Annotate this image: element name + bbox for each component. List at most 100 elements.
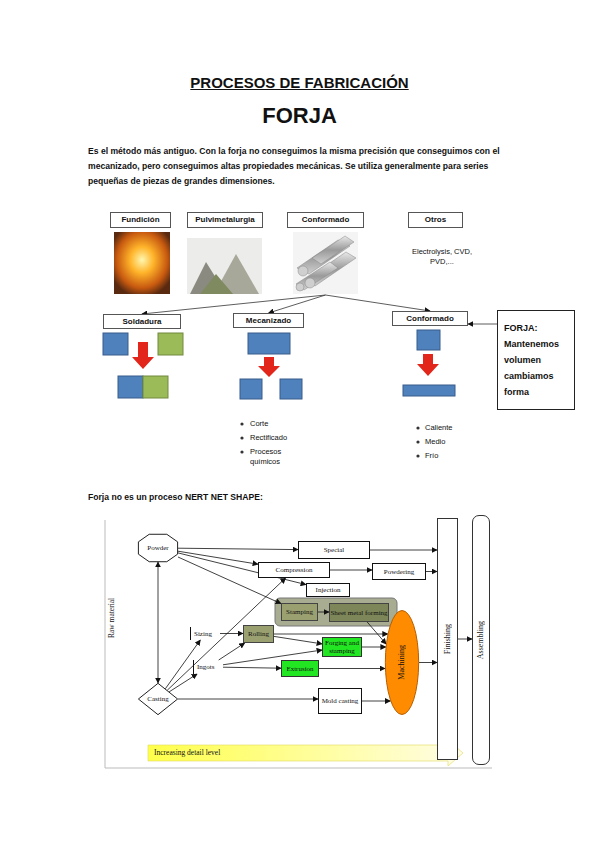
bar-end xyxy=(296,283,304,291)
node-text: Extrusion xyxy=(286,665,313,673)
category-box: Fundición xyxy=(110,212,171,295)
list-item: Medio xyxy=(425,437,485,447)
connector-arrow xyxy=(362,647,386,648)
node-text: Soldadura xyxy=(122,316,161,328)
green-square xyxy=(158,333,183,355)
octagon-outline xyxy=(138,534,177,561)
frame-line xyxy=(105,768,492,769)
connector-arrow xyxy=(178,548,298,549)
connector-arrow xyxy=(419,662,437,663)
node-text: Rolling xyxy=(248,630,269,638)
intermediate-product: Sizing xyxy=(190,627,220,640)
blue-square xyxy=(118,376,143,398)
powder-pile xyxy=(200,274,233,294)
page-title: PROCESOS DE FABRICACIÓN xyxy=(0,74,599,91)
metal-bar xyxy=(296,262,338,290)
blue-block xyxy=(248,333,290,354)
red-arrow xyxy=(258,357,280,377)
bullet xyxy=(416,454,419,457)
connector-arrow xyxy=(319,668,385,669)
connector-arrow xyxy=(468,324,497,325)
frame-line xyxy=(105,520,106,768)
powder-photo xyxy=(187,238,262,294)
casting-photo xyxy=(114,232,170,294)
stage-bar: Finishing xyxy=(437,518,458,760)
node-text: Conformado xyxy=(406,313,454,325)
category-box: Conformado xyxy=(287,212,364,295)
connector-arrow xyxy=(318,612,329,613)
bullet xyxy=(240,436,243,439)
node-text: Injection xyxy=(316,586,341,594)
ellipse-outline xyxy=(385,611,418,715)
connector-arrow xyxy=(178,551,258,564)
connector-arrow xyxy=(167,578,285,690)
node-text: Sizing xyxy=(194,630,212,638)
note-text: Electrolysis, CVD, PVD,... xyxy=(403,247,481,267)
stage-bar: Assembling xyxy=(472,515,490,765)
bullet xyxy=(416,426,419,429)
node-text: Machining xyxy=(398,645,406,680)
node-text: FORJA: Mantenemos volumen cambiamos form… xyxy=(504,320,568,400)
connector-arrow xyxy=(223,667,281,668)
intermediate-product: Ingots xyxy=(193,660,223,674)
category-box: Otros xyxy=(408,212,463,228)
node-text: Casting xyxy=(147,695,168,703)
process-box: Injection xyxy=(306,583,350,597)
category-box: Pulvimetalurgia xyxy=(187,212,263,295)
node-text: Conformado xyxy=(287,212,364,228)
green-square xyxy=(143,376,168,398)
node-text: Compression xyxy=(276,566,313,574)
connector-arrow xyxy=(178,699,318,700)
process-box: Conformado xyxy=(392,311,468,326)
node-text: Powder xyxy=(147,544,168,552)
bar-end xyxy=(298,266,308,276)
process-box: Powdering xyxy=(372,563,426,580)
connector-arrow xyxy=(367,622,386,644)
process-box: Mecanizado xyxy=(233,313,304,328)
bullet xyxy=(240,422,243,425)
list-item: Rectificado xyxy=(250,433,310,443)
connector-arrow xyxy=(220,633,243,634)
connector-arrow xyxy=(426,571,437,572)
node-text: Otros xyxy=(425,214,446,226)
axis-label: Raw material xyxy=(107,575,119,660)
list-item: Corte xyxy=(250,419,310,429)
node-text: Fundición xyxy=(110,212,171,228)
bar-end xyxy=(305,278,315,288)
blue-square xyxy=(103,333,128,355)
process-box: Soldadura xyxy=(103,314,181,329)
connector-arrow xyxy=(274,636,322,644)
input-octagon: Powder xyxy=(138,534,178,562)
connector-arrow xyxy=(370,550,437,551)
group-band xyxy=(275,598,397,626)
process-box: Mold casting xyxy=(318,688,362,714)
connector-arrow xyxy=(269,295,326,313)
intro-paragraph: Es el método más antiguo. Con la forja n… xyxy=(88,144,510,189)
connector-arrow xyxy=(158,562,159,683)
connector-arrow xyxy=(219,643,245,660)
process-box: Sheet metal forming xyxy=(329,603,389,622)
blue-square xyxy=(240,379,262,399)
node-text: Pulvimetalurgia xyxy=(187,212,263,228)
node-text: Sheet metal forming xyxy=(330,609,387,617)
process-box: Special xyxy=(298,541,370,559)
list-item: Procesos químicos xyxy=(250,447,295,467)
node-text: Mold casting xyxy=(322,697,359,705)
flat-block xyxy=(403,385,455,396)
connector-arrow xyxy=(330,570,372,571)
node-text: Assembling xyxy=(477,621,485,659)
node-text: Mecanizado xyxy=(246,315,291,327)
bullet xyxy=(240,450,243,453)
process-ellipse: Machining xyxy=(385,610,419,715)
connector-arrow xyxy=(458,639,472,640)
connector-arrow xyxy=(274,634,388,635)
red-arrow xyxy=(417,354,439,376)
process-box: Stamping xyxy=(281,603,318,621)
node-text: Stamping xyxy=(286,608,313,616)
red-arrow xyxy=(132,342,154,369)
blue-square xyxy=(280,379,302,399)
process-box: Extrusion xyxy=(281,660,319,677)
input-diamond: Casting xyxy=(138,683,178,715)
connector-arrow xyxy=(142,295,326,314)
